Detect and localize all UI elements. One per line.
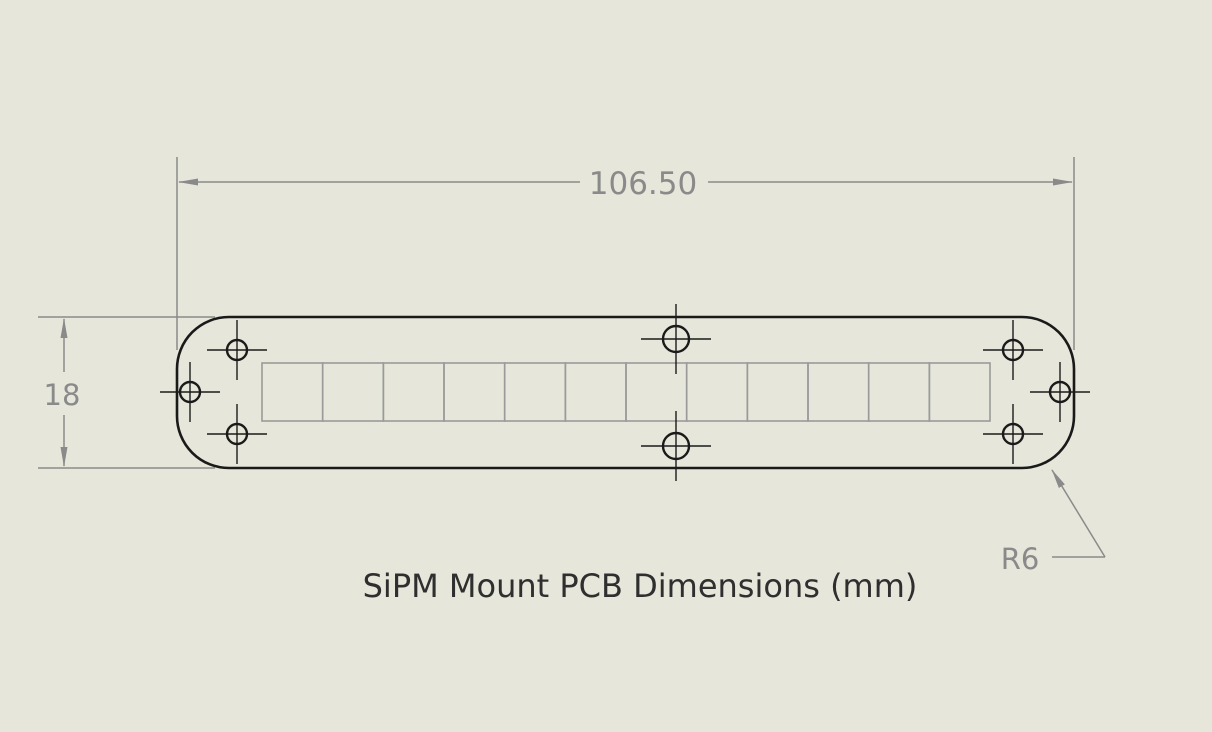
sipm-pad bbox=[261, 362, 324, 422]
sipm-pad bbox=[746, 362, 809, 422]
pcb-outline bbox=[175, 315, 1076, 470]
mounting-hole bbox=[207, 404, 267, 464]
drawing-caption: SiPM Mount PCB Dimensions (mm) bbox=[363, 567, 918, 605]
radius-callout bbox=[1051, 469, 1106, 558]
mounting-hole bbox=[983, 404, 1043, 464]
radius-leader-line bbox=[1051, 469, 1106, 558]
sipm-pad bbox=[321, 362, 385, 422]
sipm-pad bbox=[503, 362, 567, 422]
sipm-pad bbox=[685, 362, 749, 422]
sipm-pad bbox=[564, 362, 627, 422]
mounting-hole bbox=[983, 320, 1043, 380]
sipm-pad-array bbox=[261, 362, 991, 422]
mounting-holes bbox=[160, 304, 1090, 481]
mounting-hole bbox=[1030, 362, 1090, 422]
radius-callout-label: R6 bbox=[1001, 542, 1040, 576]
sipm-pad bbox=[625, 362, 688, 422]
sipm-pad bbox=[928, 362, 991, 422]
sipm-pad bbox=[867, 362, 931, 422]
width-dimension bbox=[176, 157, 1075, 350]
mounting-hole bbox=[641, 411, 711, 481]
width-dimension-label: 106.50 bbox=[589, 166, 697, 202]
sipm-pad bbox=[443, 362, 506, 422]
height-dimension-label: 18 bbox=[44, 378, 81, 412]
mounting-hole bbox=[641, 304, 711, 374]
mounting-hole bbox=[160, 362, 220, 422]
sipm-pad bbox=[382, 362, 445, 422]
mounting-hole bbox=[207, 320, 267, 380]
sipm-pad bbox=[807, 362, 870, 422]
height-dimension bbox=[38, 316, 215, 469]
